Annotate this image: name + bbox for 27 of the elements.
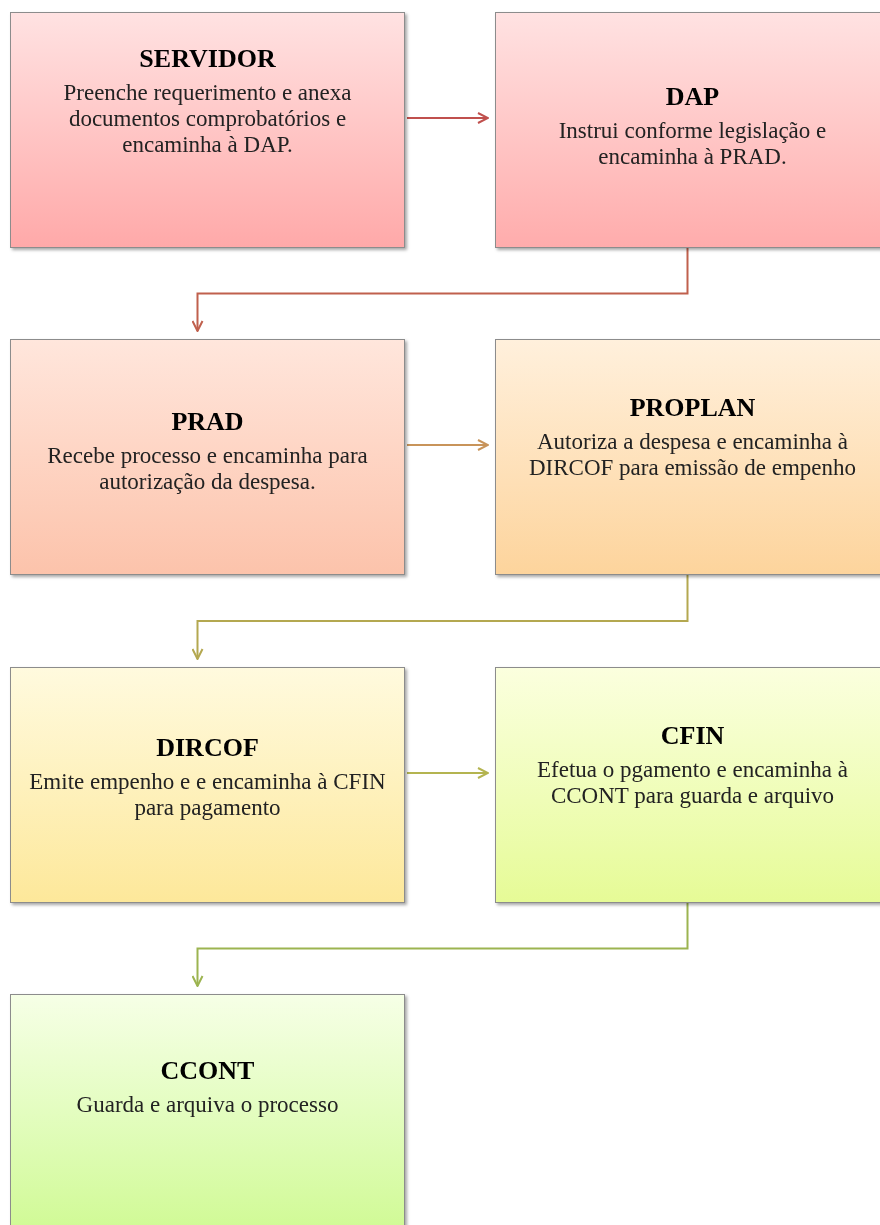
box-description: Recebe processo e encaminha para autorização da despesa. xyxy=(46,442,369,496)
process-box xyxy=(10,12,405,248)
box-title: PROPLAN xyxy=(629,392,756,424)
box-title: SERVIDOR xyxy=(139,43,276,75)
process-box xyxy=(10,667,405,903)
process-box xyxy=(495,667,880,903)
box-description: Autoriza a despesa e encaminha à DIRCOF para emissão de empenho xyxy=(527,428,857,482)
process-box xyxy=(495,339,880,575)
arrow xyxy=(191,574,689,660)
box-description: Efetua o pgamento e encaminha à CCONT para guarda e arquivo xyxy=(536,756,849,810)
process-box xyxy=(495,12,880,248)
box-title: DIRCOF xyxy=(156,732,259,764)
arrow xyxy=(191,902,689,987)
process-box xyxy=(10,994,405,1225)
box-title: CFIN xyxy=(660,720,725,752)
box-title: DAP xyxy=(665,81,720,113)
arrow xyxy=(406,112,489,124)
box-description: Preenche requerimento e anexa documentos comprobatórios e encaminha à DAP. xyxy=(62,79,353,159)
box-description: Emite empenho e e encaminha à CFIN para pagamento xyxy=(28,768,387,822)
arrow xyxy=(406,767,489,779)
box-title: CCONT xyxy=(160,1055,255,1087)
box-description: Instrui conforme legislação e encaminha à PRAD. xyxy=(557,117,828,171)
arrow xyxy=(406,439,489,451)
process-box xyxy=(10,339,405,575)
box-title: PRAD xyxy=(171,406,244,438)
box-description: Guarda e arquiva o processo xyxy=(75,1091,340,1118)
arrow xyxy=(191,247,689,332)
